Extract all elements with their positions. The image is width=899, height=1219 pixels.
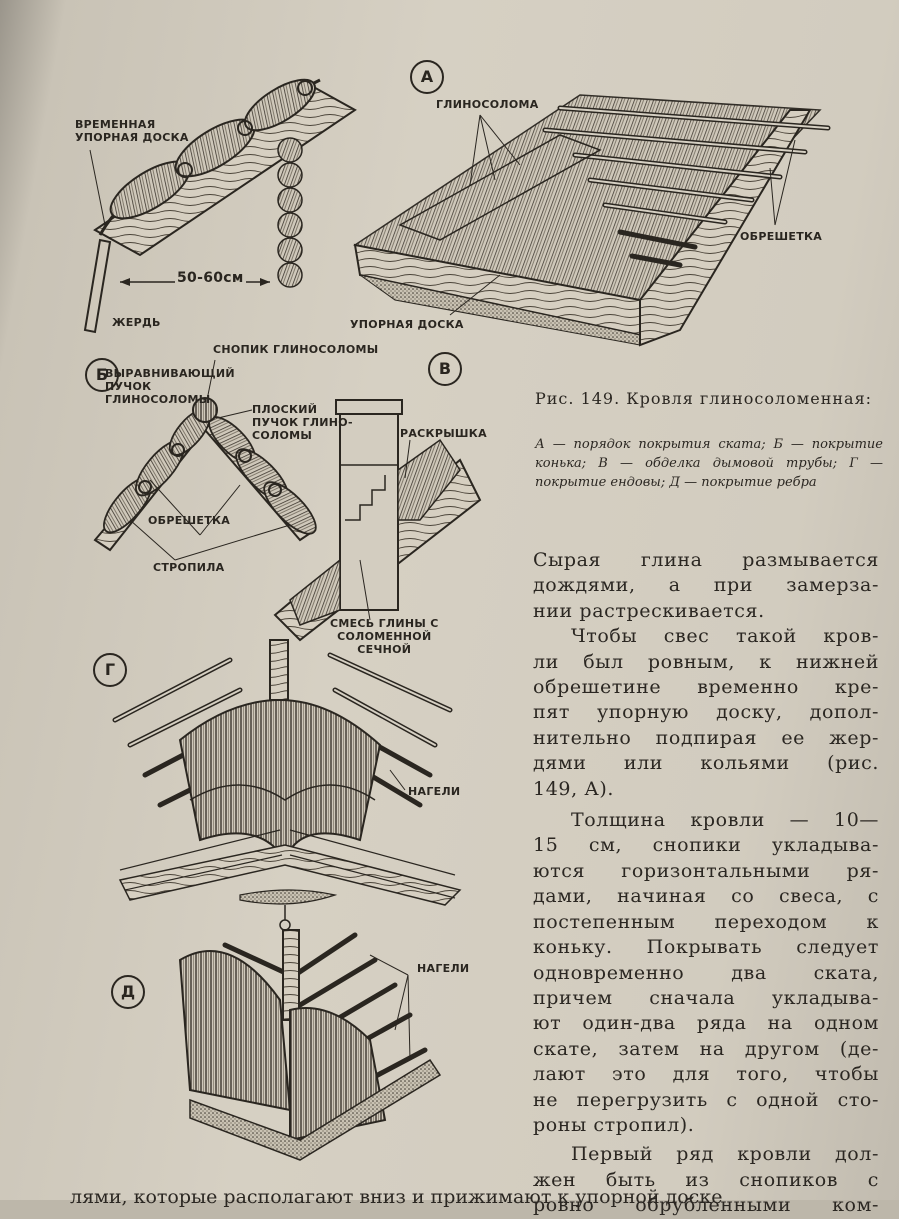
body-text: Сырая глина размывается дождями, а при з… xyxy=(533,548,879,1219)
text-line: постепенным переходом к xyxy=(533,910,879,933)
panel-g-valley xyxy=(112,639,462,931)
text-line: Толщина кровли — 10— xyxy=(571,809,879,832)
panel-b-ridge xyxy=(93,359,317,561)
text-line: не перегрузить с одной сто- xyxy=(533,1088,879,1111)
text-line: роны стропил). xyxy=(533,1113,695,1136)
label-glinosoloma: ГЛИНОСОЛОМА xyxy=(436,98,539,111)
text-line: нии растрескивается. xyxy=(533,599,765,622)
text-line: ли был ровным, к нижней xyxy=(533,650,879,673)
label-pole: ЖЕРДЬ xyxy=(112,316,161,329)
label-raskryshka: РАСКРЫШКА xyxy=(400,427,487,440)
figure-caption-legend: А — порядок покрытия ската; Б — покрытие… xyxy=(535,437,883,490)
label-rafters: СТРОПИЛА xyxy=(153,561,225,574)
panel-v-chimney xyxy=(273,399,482,642)
text-line: коньку. Покрывать следует xyxy=(533,936,879,959)
text-line: пят упорную доску, допол- xyxy=(533,701,879,724)
panel-letter-v: В xyxy=(428,352,462,386)
text-line: Первый ряд кровли дол- xyxy=(571,1143,879,1166)
label-distance: 50-60см xyxy=(175,270,246,286)
label-lathing-b: ОБРЕШЕТКА xyxy=(148,514,231,527)
text-line: дами, начиная со свеса, с xyxy=(533,885,879,908)
text-line: обрешетине временно кре- xyxy=(533,676,879,699)
label-leveling-bundle: ВЫРАВНИВАЮЩИЙ ПУЧОК ГЛИНОСОЛОМЫ xyxy=(105,367,235,406)
text-line: нительно подпирая ее жер- xyxy=(533,726,879,749)
label-pegs-valley: НАГЕЛИ xyxy=(408,785,461,798)
label-support-board: УПОРНАЯ ДОСКА xyxy=(350,318,464,331)
text-line: 15 см, снопики укладыва- xyxy=(533,834,879,857)
label-lathing-a: ОБРЕШЕТКА xyxy=(740,230,823,243)
label-ridge-sheaf: СНОПИК ГЛИНОСОЛОМЫ xyxy=(213,343,379,356)
panel-letter-g: Г xyxy=(93,653,127,687)
paragraph-2: Чтобы свес такой кров- ли был ровным, к … xyxy=(533,624,879,802)
panel-letter-d: Д xyxy=(111,975,145,1009)
panel-slope-sheaves xyxy=(83,78,357,334)
label-pegs-hip: НАГЕЛИ xyxy=(417,962,470,975)
text-line: ют один-два ряда на одном xyxy=(533,1012,879,1035)
label-temp-board: ВРЕМЕННАЯ УПОРНАЯ ДОСКА xyxy=(75,118,189,144)
panel-a-slope xyxy=(353,94,831,347)
text-line: Чтобы свес такой кров- xyxy=(571,625,879,648)
label-clay-straw-mix: СМЕСЬ ГЛИНЫ С СОЛОМЕННОЙ СЕЧНОЙ xyxy=(330,617,439,656)
figure-caption-title: Рис. 149. Кровля глиносоломенная: xyxy=(535,389,873,408)
text-line: скате, затем на другом (де- xyxy=(533,1037,879,1060)
label-flat-bundle: ПЛОСКИЙ ПУЧОК ГЛИНО- СОЛОМЫ xyxy=(252,403,353,442)
panel-d-hip xyxy=(178,929,442,1161)
text-line: Сырая глина размывается xyxy=(533,549,879,571)
text-line: лают это для того, чтобы xyxy=(533,1063,879,1086)
text-line: одновременно два ската, xyxy=(533,961,879,984)
text-line: 149, А). xyxy=(533,777,614,800)
text-line: причем сначала укладыва- xyxy=(533,986,879,1009)
paragraph-3: Толщина кровли — 10— 15 см, снопики укла… xyxy=(533,808,879,1138)
text-line: дождями, а при замерза- xyxy=(533,574,879,597)
panel-letter-b: Б xyxy=(85,358,119,392)
text-line: ются горизонтальными ря- xyxy=(533,859,879,882)
panel-letter-a: А xyxy=(410,60,444,94)
cut-off-line: лями, которые располагают вниз и прижима… xyxy=(70,1186,723,1208)
text-line: дями или кольями (рис. xyxy=(533,752,879,775)
paragraph-1: Сырая глина размывается дождями, а при з… xyxy=(533,548,879,624)
text-line: жен быть из снопиков с xyxy=(533,1168,879,1191)
